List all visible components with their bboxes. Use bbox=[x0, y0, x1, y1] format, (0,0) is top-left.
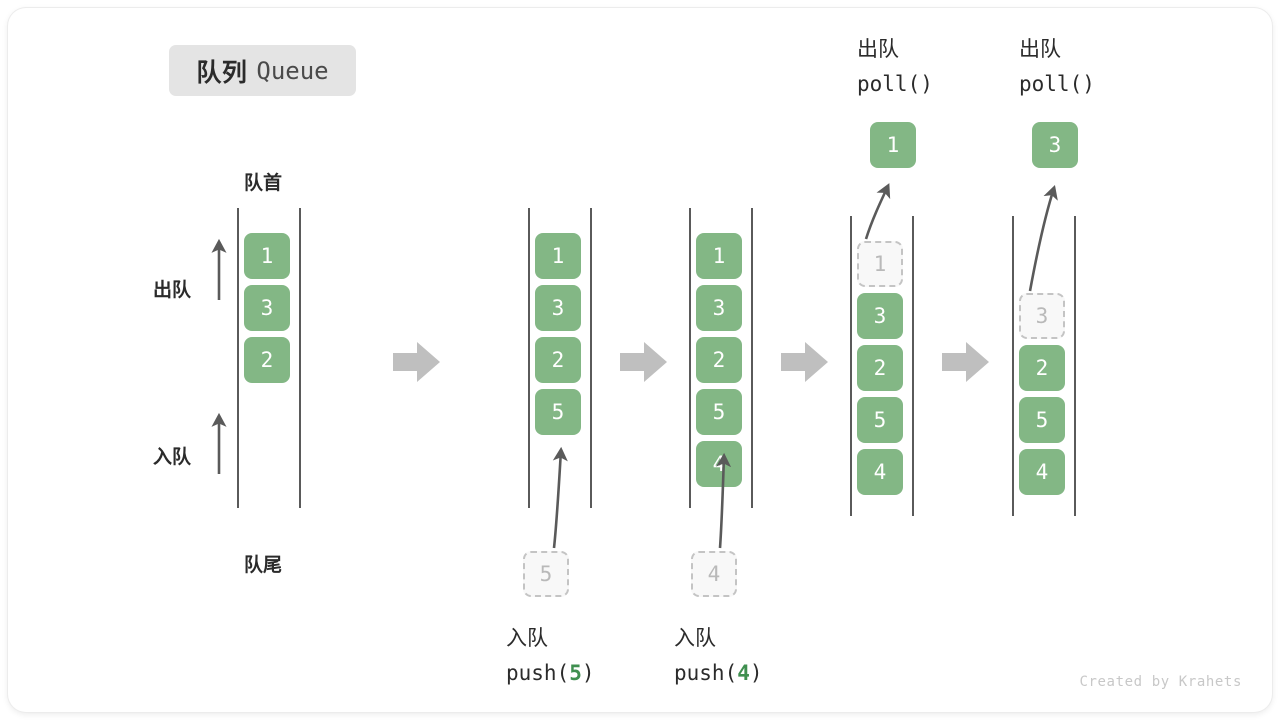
queue-item: 5 bbox=[696, 389, 742, 435]
queue-item: 5 bbox=[1019, 397, 1065, 443]
rear-label: 队尾 bbox=[244, 555, 283, 576]
queue-item: 3 bbox=[696, 285, 742, 331]
queue-item: 2 bbox=[696, 337, 742, 383]
op-label-cn: 出队 bbox=[1019, 38, 1061, 61]
enqueue-label: 入队 bbox=[153, 447, 192, 468]
transition-arrow bbox=[620, 342, 667, 382]
watermark: Created by Krahets bbox=[1079, 674, 1242, 690]
push-5-arrow bbox=[552, 446, 568, 549]
queue-item: 1 bbox=[535, 233, 581, 279]
queue-item: 2 bbox=[1019, 345, 1065, 391]
queue-item: 2 bbox=[857, 345, 903, 391]
queue-item: 4 bbox=[1019, 449, 1065, 495]
queue-rail-left-col1 bbox=[237, 208, 239, 508]
queue-rail-right-col1 bbox=[299, 208, 301, 508]
queue-rail-right-col5 bbox=[1074, 216, 1076, 516]
queue-item: 1 bbox=[696, 233, 742, 279]
queue-item: 3 bbox=[857, 293, 903, 339]
queue-item: 2 bbox=[244, 337, 290, 383]
incoming-item-ghost: 5 bbox=[523, 551, 569, 597]
front-label: 队首 bbox=[244, 173, 283, 194]
queue-rail-left-col5 bbox=[1012, 216, 1014, 516]
queue-item: 3 bbox=[244, 285, 290, 331]
transition-arrow bbox=[942, 342, 989, 382]
title-english: Queue bbox=[256, 56, 329, 85]
transition-arrow bbox=[781, 342, 828, 382]
queue-item: 5 bbox=[857, 397, 903, 443]
title-chinese: 队列 bbox=[196, 58, 248, 87]
queue-rail-left-col3 bbox=[689, 208, 691, 508]
queue-rail-right-col2 bbox=[590, 208, 592, 508]
queue-rail-right-col3 bbox=[751, 208, 753, 508]
op-label-code: push(4) bbox=[674, 661, 763, 685]
dequeue-label: 出队 bbox=[153, 280, 192, 301]
op-label-push-5: 入队 push(5) bbox=[506, 621, 595, 691]
diagram-card: 队列 Queue 队首 队尾 出队 入队 1 3 2 1 3 2 5 5 入队 … bbox=[8, 8, 1272, 712]
transition-arrow bbox=[393, 342, 440, 382]
op-label-cn: 入队 bbox=[506, 627, 548, 650]
queue-item: 5 bbox=[535, 389, 581, 435]
op-label-cn: 出队 bbox=[857, 38, 899, 61]
queue-rail-left-col2 bbox=[528, 208, 530, 508]
queue-rail-right-col4 bbox=[912, 216, 914, 516]
op-label-poll-3: 出队 poll() bbox=[1019, 32, 1095, 102]
queue-item: 4 bbox=[857, 449, 903, 495]
op-label-code: poll() bbox=[857, 72, 933, 96]
popped-item: 1 bbox=[870, 122, 916, 168]
op-label-code: push(5) bbox=[506, 661, 595, 685]
queue-item: 3 bbox=[535, 285, 581, 331]
queue-item: 2 bbox=[535, 337, 581, 383]
poll-1-arrow bbox=[864, 183, 891, 240]
queue-item-ghost: 3 bbox=[1019, 293, 1065, 339]
incoming-item-ghost: 4 bbox=[691, 551, 737, 597]
queue-item: 4 bbox=[696, 441, 742, 487]
queue-item: 1 bbox=[244, 233, 290, 279]
op-label-code: poll() bbox=[1019, 72, 1095, 96]
arrows-overlay bbox=[211, 183, 1058, 549]
popped-item: 3 bbox=[1032, 122, 1078, 168]
queue-item-ghost: 1 bbox=[857, 241, 903, 287]
op-label-cn: 入队 bbox=[674, 627, 716, 650]
op-label-poll-1: 出队 poll() bbox=[857, 32, 933, 102]
poll-3-arrow bbox=[1028, 185, 1058, 292]
op-label-push-4: 入队 push(4) bbox=[674, 621, 763, 691]
title-badge: 队列 Queue bbox=[169, 45, 356, 96]
diagram-stage: 队列 Queue 队首 队尾 出队 入队 1 3 2 1 3 2 5 5 入队 … bbox=[8, 8, 1272, 712]
queue-rail-left-col4 bbox=[850, 216, 852, 516]
